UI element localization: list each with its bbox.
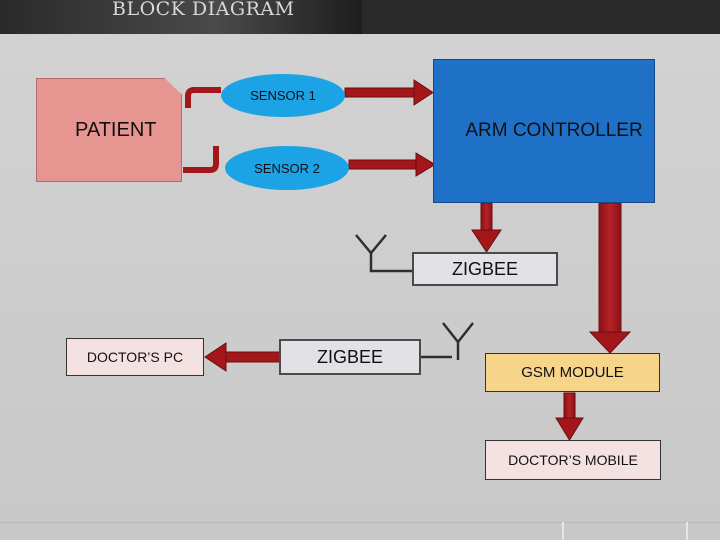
doctor-mobile-block: DOCTOR’S MOBILE bbox=[485, 440, 661, 480]
doctor-pc-block: DOCTOR’S PC bbox=[66, 338, 204, 376]
arrow-gsm-to-mobile bbox=[555, 392, 584, 441]
arrow-zigbee-to-pc bbox=[204, 342, 281, 372]
antenna-icon bbox=[355, 234, 412, 273]
arm-controller-block: ARM CONTROLLER bbox=[433, 59, 655, 203]
footer-tick bbox=[686, 522, 688, 540]
sensor-2-block: SENSOR 2 bbox=[225, 146, 349, 190]
patient-block: PATIENT bbox=[36, 78, 182, 182]
bracket-patient-sensor1 bbox=[185, 87, 221, 108]
arrow-arm-to-gsm bbox=[588, 202, 632, 354]
zigbee-left-block: ZIGBEE bbox=[279, 339, 421, 375]
footer-tick bbox=[562, 522, 564, 540]
footer-divider bbox=[0, 522, 720, 523]
slide-title: BLOCK DIAGRAM bbox=[112, 0, 295, 20]
slide-header: BLOCK DIAGRAM bbox=[0, 0, 720, 34]
arrow-sensor1-to-arm bbox=[344, 79, 434, 106]
gsm-module-block: GSM MODULE bbox=[485, 353, 660, 392]
bracket-patient-sensor2 bbox=[183, 146, 219, 173]
arrow-arm-to-zigbee bbox=[471, 202, 502, 253]
sensor-1-block: SENSOR 1 bbox=[221, 74, 345, 117]
antenna-icon bbox=[421, 322, 474, 360]
header-dark-band bbox=[362, 0, 720, 34]
zigbee-right-block: ZIGBEE bbox=[412, 252, 558, 286]
arrow-sensor2-to-arm bbox=[348, 152, 436, 177]
